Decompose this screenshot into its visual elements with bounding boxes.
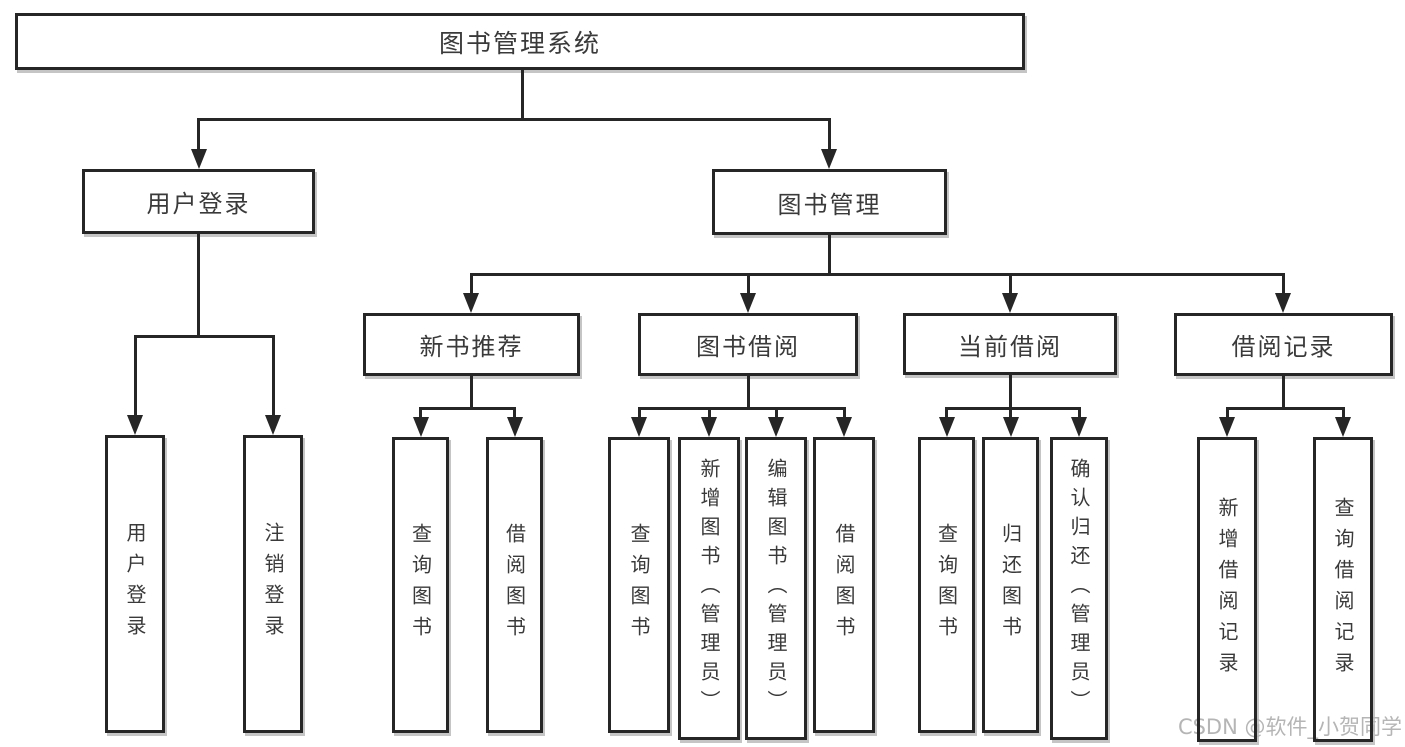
leaf-br-query-record-label: 查询借阅记录 (1331, 496, 1355, 683)
connector-user-login-rail (133, 335, 275, 338)
node-book-management-label: 图书管理 (777, 190, 882, 219)
connector-arrowhead (1071, 417, 1087, 437)
connector-section-rail (1225, 407, 1345, 410)
connector-leaf-drop (1009, 407, 1012, 419)
connector-section-rail (419, 407, 516, 410)
leaf-cb-confirm-return-admin-label: 确认归还（管理员） (1067, 458, 1091, 719)
csdn-watermark: CSDN @软件_小贺同学 (1177, 715, 1402, 739)
leaf-cb-query-books-label: 查询图书 (934, 523, 959, 647)
connector-arrowhead (938, 417, 955, 437)
connector-book-mgmt-drop (827, 118, 831, 151)
leaf-br-query-record: 查询借阅记录 (1313, 437, 1373, 742)
connector-leaf-drop (774, 407, 778, 419)
connector-leaf-drop (271, 335, 275, 417)
leaf-logout-label: 注销登录 (261, 522, 285, 646)
leaf-bb-query-books: 查询图书 (608, 437, 670, 733)
leaf-bb-add-books-admin-label: 新增图书（管理员） (697, 458, 721, 719)
connector-book-mgmt-stem (827, 234, 831, 275)
connector-leaf-drop (945, 407, 948, 419)
leaf-bb-add-books-admin: 新增图书（管理员） (678, 437, 740, 740)
node-root-label: 图书管理系统 (438, 28, 601, 58)
node-current-borrow-label: 当前借阅 (958, 332, 1062, 361)
node-root: 图书管理系统 (15, 13, 1025, 70)
connector-section-rail (637, 407, 846, 410)
connector-arrowhead (506, 417, 523, 437)
node-book-management: 图书管理 (712, 169, 947, 235)
connector-arrowhead (836, 417, 852, 437)
connector-leaf-drop (133, 335, 137, 417)
connector-level2-rail (469, 273, 1285, 276)
connector-arrowhead (1275, 293, 1291, 313)
leaf-cb-confirm-return-admin: 确认归还（管理员） (1050, 437, 1108, 740)
connector-leaf-drop (842, 407, 846, 419)
connector-arrowhead (1002, 293, 1018, 313)
leaf-cb-return-books: 归还图书 (982, 437, 1039, 733)
node-book-borrow: 图书借阅 (638, 313, 858, 376)
connector-section-drop (1008, 273, 1012, 295)
connector-leaf-drop (513, 407, 516, 419)
connector-section-drop (1281, 273, 1285, 295)
connector-root-stem (520, 70, 524, 120)
leaf-nb-query-books-label: 查询图书 (408, 523, 433, 647)
connector-leaf-drop (707, 407, 711, 419)
connector-section-rail (945, 407, 1081, 410)
connector-section-stem (1008, 375, 1012, 409)
leaf-cb-query-books: 查询图书 (918, 437, 975, 733)
leaf-bb-edit-books-admin: 编辑图书（管理员） (745, 437, 807, 740)
leaf-user-login: 用户登录 (105, 435, 165, 733)
node-user-login-label: 用户登录 (146, 190, 251, 218)
leaf-bb-borrow-books: 借阅图书 (813, 437, 875, 733)
connector-arrowhead (1219, 417, 1235, 437)
node-borrow-records-label: 借阅记录 (1231, 333, 1336, 361)
leaf-br-add-record-label: 新增借阅记录 (1215, 496, 1239, 683)
leaf-user-login-label: 用户登录 (123, 522, 147, 646)
node-user-login: 用户登录 (82, 169, 315, 234)
connector-section-drop (469, 273, 473, 295)
connector-leaf-drop (1341, 407, 1345, 419)
node-new-book-recommend: 新书推荐 (363, 313, 580, 376)
connector-arrowhead (740, 293, 756, 313)
connector-arrowhead (463, 293, 479, 313)
node-borrow-records: 借阅记录 (1174, 313, 1393, 376)
leaf-nb-query-books: 查询图书 (392, 437, 449, 733)
connector-arrowhead (701, 417, 717, 437)
node-current-borrow: 当前借阅 (903, 313, 1117, 375)
connector-user-login-drop (197, 118, 200, 151)
connector-leaf-drop (1225, 407, 1229, 419)
leaf-logout: 注销登录 (243, 435, 303, 733)
connector-arrowhead (631, 417, 647, 437)
leaf-bb-edit-books-admin-label: 编辑图书（管理员） (764, 458, 788, 719)
connector-user-login-stem (197, 233, 200, 337)
connector-section-stem (746, 376, 750, 409)
node-new-book-recommend-label: 新书推荐 (419, 333, 524, 361)
leaf-bb-borrow-books-label: 借阅图书 (832, 523, 856, 647)
leaf-nb-borrow-books-label: 借阅图书 (502, 523, 527, 647)
connector-arrowhead (1002, 417, 1019, 437)
connector-arrowhead (265, 415, 281, 435)
connector-arrowhead (412, 417, 429, 437)
leaf-br-add-record: 新增借阅记录 (1197, 437, 1257, 742)
leaf-bb-query-books-label: 查询图书 (627, 523, 651, 647)
connector-arrowhead (768, 417, 784, 437)
connector-arrowhead (127, 415, 143, 435)
leaf-nb-borrow-books: 借阅图书 (486, 437, 543, 733)
leaf-cb-return-books-label: 归还图书 (998, 523, 1023, 647)
connector-section-stem (1281, 376, 1285, 409)
connector-leaf-drop (419, 407, 422, 419)
connector-section-stem (469, 376, 473, 409)
connector-section-drop (746, 273, 750, 295)
connector-level1-rail (197, 118, 831, 121)
connector-leaf-drop (1077, 407, 1081, 419)
connector-arrowhead (1335, 417, 1351, 437)
connector-leaf-drop (637, 407, 641, 419)
connector-arrowhead (821, 149, 837, 169)
node-book-borrow-label: 图书借阅 (696, 333, 800, 361)
connector-arrowhead (190, 149, 207, 169)
